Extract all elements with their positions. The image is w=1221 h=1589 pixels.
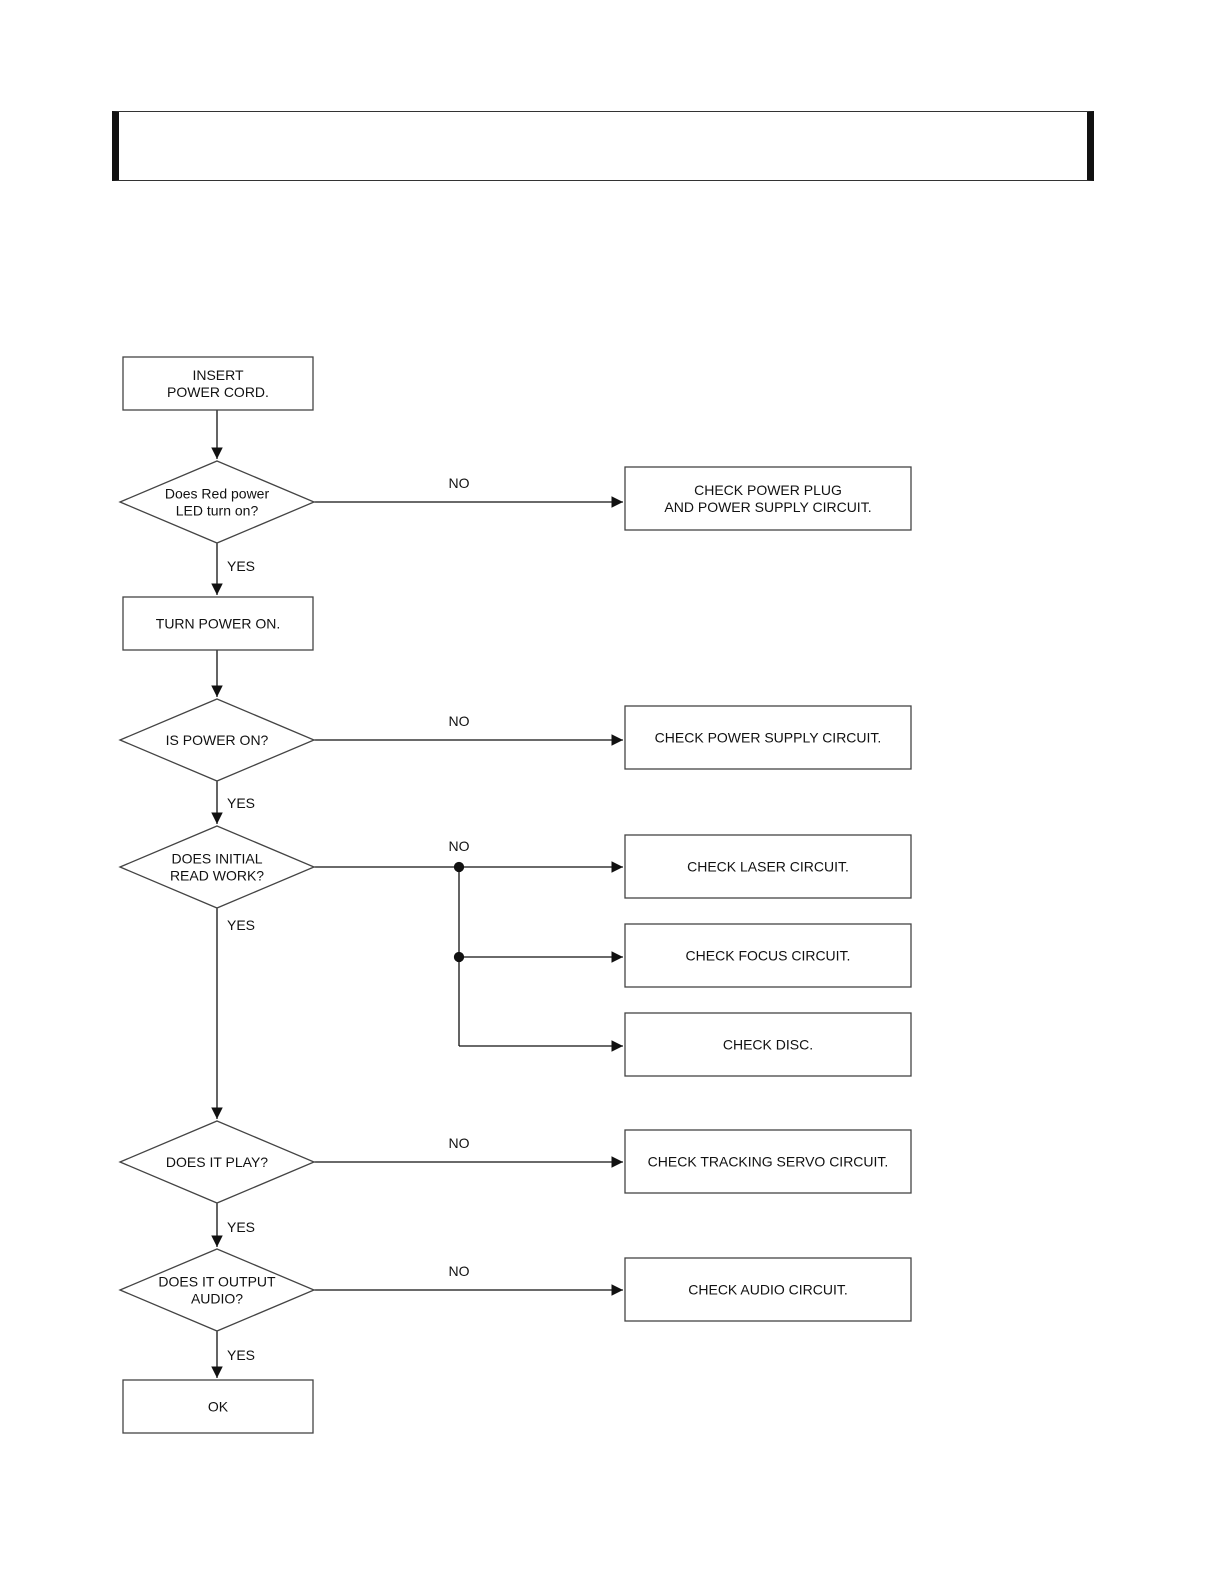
node-text: CHECK LASER CIRCUIT. bbox=[687, 859, 849, 875]
node-turn-on: TURN POWER ON. bbox=[122, 596, 314, 651]
decision-diamond bbox=[118, 825, 316, 909]
header-bar bbox=[112, 111, 1094, 181]
node-text: Does Red power bbox=[165, 486, 270, 502]
process-box bbox=[624, 834, 912, 899]
decision-diamond bbox=[118, 1248, 316, 1332]
yes-label: YES bbox=[227, 1347, 255, 1363]
node-text: LED turn on? bbox=[176, 503, 259, 519]
process-box bbox=[122, 596, 314, 651]
yes-label: YES bbox=[227, 795, 255, 811]
node-text: CHECK DISC. bbox=[723, 1037, 813, 1053]
decision-diamond bbox=[118, 1120, 316, 1204]
node-check-tracking: CHECK TRACKING SERVO CIRCUIT. bbox=[624, 1129, 912, 1194]
no-label: NO bbox=[449, 1135, 470, 1151]
process-box bbox=[624, 1129, 912, 1194]
yes-label: YES bbox=[227, 917, 255, 933]
node-does-play: DOES IT PLAY? bbox=[118, 1120, 316, 1204]
node-check-focus: CHECK FOCUS CIRCUIT. bbox=[624, 923, 912, 988]
yes-label: YES bbox=[227, 558, 255, 574]
node-text: DOES INITIAL bbox=[171, 851, 262, 867]
process-box bbox=[624, 705, 912, 770]
node-text: CHECK FOCUS CIRCUIT. bbox=[686, 948, 851, 964]
node-check-audio: CHECK AUDIO CIRCUIT. bbox=[624, 1257, 912, 1322]
node-text: IS POWER ON? bbox=[166, 732, 269, 748]
node-ok: OK bbox=[122, 1379, 314, 1434]
decision-diamond bbox=[118, 698, 316, 782]
node-text: INSERT bbox=[192, 367, 244, 383]
node-text: DOES IT PLAY? bbox=[166, 1154, 268, 1170]
junction-dot bbox=[453, 861, 465, 873]
node-text: DOES IT OUTPUT bbox=[158, 1274, 276, 1290]
node-text: CHECK TRACKING SERVO CIRCUIT. bbox=[648, 1154, 889, 1170]
node-text: CHECK AUDIO CIRCUIT. bbox=[688, 1282, 847, 1298]
junction-dot bbox=[453, 951, 465, 963]
no-label: NO bbox=[449, 475, 470, 491]
process-box bbox=[624, 923, 912, 988]
node-check-laser: CHECK LASER CIRCUIT. bbox=[624, 834, 912, 899]
node-text: AUDIO? bbox=[191, 1291, 243, 1307]
node-text: AND POWER SUPPLY CIRCUIT. bbox=[664, 499, 871, 515]
no-label: NO bbox=[449, 1263, 470, 1279]
node-text: READ WORK? bbox=[170, 868, 264, 884]
no-label: NO bbox=[449, 838, 470, 854]
node-text: CHECK POWER SUPPLY CIRCUIT. bbox=[655, 730, 882, 746]
node-text: TURN POWER ON. bbox=[156, 616, 280, 632]
process-box bbox=[624, 1257, 912, 1322]
process-box bbox=[624, 466, 912, 531]
node-text: CHECK POWER PLUG bbox=[694, 482, 842, 498]
yes-label: YES bbox=[227, 1219, 255, 1235]
node-text: POWER CORD. bbox=[167, 384, 269, 400]
node-check-supply: CHECK POWER SUPPLY CIRCUIT. bbox=[624, 705, 912, 770]
no-label: NO bbox=[449, 713, 470, 729]
process-box bbox=[122, 1379, 314, 1434]
decision-diamond bbox=[118, 460, 316, 544]
node-check-disc: CHECK DISC. bbox=[624, 1012, 912, 1077]
process-box bbox=[624, 1012, 912, 1077]
process-box bbox=[122, 356, 314, 411]
node-text: OK bbox=[208, 1399, 229, 1415]
node-is-power-on: IS POWER ON? bbox=[118, 698, 316, 782]
